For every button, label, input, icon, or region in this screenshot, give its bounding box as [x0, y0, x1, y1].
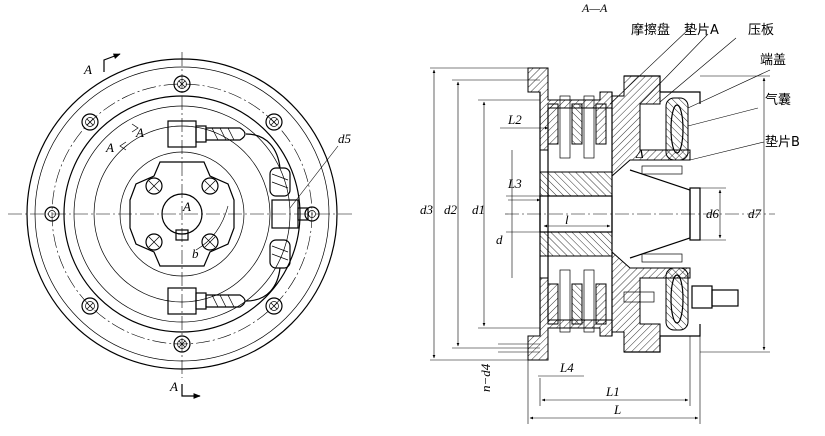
shaft-bore — [161, 193, 203, 235]
callout-pressure-plate: 压板 — [748, 23, 774, 38]
delta-label: Δ — [635, 146, 644, 161]
label-d7: d7 — [748, 206, 762, 221]
label-L2: L2 — [507, 112, 522, 127]
section-view: A—A — [420, 1, 800, 424]
diameter-dimensions — [430, 67, 770, 361]
label-d: d — [496, 232, 503, 247]
friction-plates-upper — [547, 95, 607, 159]
screws — [623, 165, 739, 309]
label-l: l — [565, 212, 569, 227]
label-L4: L4 — [559, 360, 574, 375]
length-dimensions — [498, 126, 701, 424]
section-arrows — [103, 53, 201, 399]
air-bladder-upper — [665, 97, 689, 161]
d5-leader — [289, 145, 339, 209]
front-view: A A A A A b d5 — [8, 52, 352, 399]
callout-leaders — [609, 27, 771, 161]
label-d1: d1 — [472, 202, 485, 217]
b-arc — [195, 205, 229, 251]
hub-outer-circle — [119, 151, 245, 277]
hub-upper — [539, 171, 613, 197]
bolt-holes — [44, 75, 320, 353]
b-label: b — [192, 246, 199, 261]
hub-opening — [129, 161, 235, 267]
outer-rim-circle — [26, 58, 338, 370]
label-L1: L1 — [605, 384, 620, 399]
section-mark-inner-1: A — [135, 125, 144, 140]
air-bladder-lower — [665, 267, 689, 331]
section-mark-top: A — [83, 62, 92, 77]
inner-ring-circle — [93, 125, 271, 303]
section-mark-bottom: A — [169, 379, 178, 394]
air-valve-assembly — [167, 120, 309, 315]
section-title: A—A — [581, 1, 608, 15]
callout-friction-disc: 摩擦盘 — [631, 22, 670, 38]
flange-circle — [63, 95, 301, 333]
cover-circle — [73, 105, 291, 323]
callout-shim-b: 垫片B — [765, 134, 800, 150]
callout-end-cover: 端盖 — [760, 53, 786, 68]
label-L: L — [613, 402, 621, 417]
svg-text:d5: d5 — [338, 131, 352, 146]
callout-shim-a: 垫片A — [684, 22, 719, 38]
friction-plates-lower — [547, 269, 607, 333]
rim-inner-circle — [34, 66, 330, 362]
d5-label: d5 — [338, 131, 352, 146]
dimension-labels: d3 d2 d1 d d6 d7 L L1 L2 L3 L4 l n−d4 — [420, 112, 762, 417]
label-nd4: n−d4 — [478, 363, 493, 392]
hub-holes — [145, 177, 219, 251]
keyway — [175, 229, 189, 241]
label-d6: d6 — [706, 206, 720, 221]
label-L3: L3 — [507, 176, 522, 191]
callout-air-bladder: 气囊 — [765, 92, 791, 108]
hub-lower — [539, 231, 613, 257]
label-d2: d2 — [444, 202, 458, 217]
center-label: A — [182, 199, 191, 214]
section-mark-inner-2: A — [105, 140, 114, 155]
label-d3: d3 — [420, 202, 434, 217]
hub-bore-right — [689, 187, 701, 241]
